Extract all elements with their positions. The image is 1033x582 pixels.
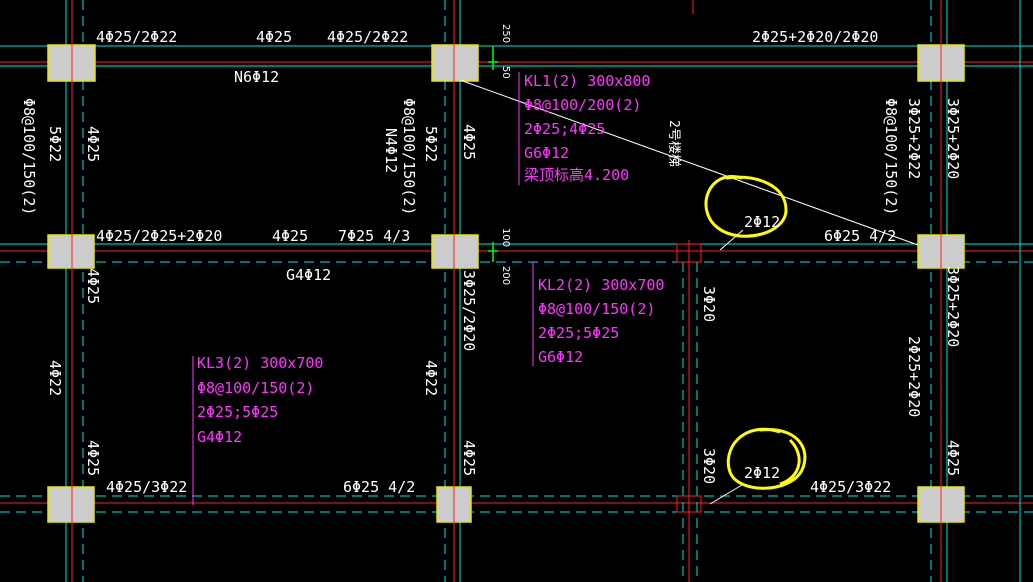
right-col-lower-top: 3Φ25+2Φ20 xyxy=(944,266,962,347)
hanger-marks xyxy=(676,243,702,513)
bot-mid-span-bars: 6Φ25 4/2 xyxy=(343,478,415,496)
dim-top-offset: 250 xyxy=(500,24,511,43)
kl3-stirrup: Φ8@100/150(2) xyxy=(197,379,314,397)
top-left-support-bars: 4Φ25/2Φ22 xyxy=(96,28,177,46)
mid-col-stirrup: Φ8@100/150(2) xyxy=(400,98,418,215)
highlight-circles xyxy=(704,175,807,490)
top-right-span-bars: 2Φ25+2Φ20/2Φ20 xyxy=(752,28,878,46)
top-waist-bar: N6Φ12 xyxy=(234,68,279,86)
mid-right-end-bars: 6Φ25 4/2 xyxy=(824,227,896,245)
kl2-name: KL2(2) 300x700 xyxy=(538,276,664,294)
column-a3 xyxy=(47,486,95,523)
leader-lines xyxy=(192,72,534,505)
mid-left-support-bars: 4Φ25/2Φ25+2Φ20 xyxy=(96,227,222,245)
mid-col-lower-bottom: 4Φ22 xyxy=(422,360,440,396)
dim-mid-offset2: 200 xyxy=(500,266,511,285)
top-mid-span-bars: 4Φ25 xyxy=(256,28,292,46)
highlight-tag-upper: 2Φ12 xyxy=(744,213,780,231)
bot-right-support-bars: 4Φ25/3Φ22 xyxy=(810,478,891,496)
stair-diagonal-line xyxy=(459,79,919,246)
column-a2 xyxy=(47,234,95,269)
kl2-stirrup: Φ8@100/150(2) xyxy=(538,300,655,318)
mid-col-lower-top: 3Φ25/2Φ20 xyxy=(460,270,478,351)
right-col-stirrup: Φ8@100/150(2) xyxy=(882,98,900,215)
left-col-stirrup: Φ8@100/150(2) xyxy=(20,98,38,215)
tag-lower-leader xyxy=(709,484,743,505)
tag-upper-leader xyxy=(719,229,744,251)
right-col-lower-bottom: 2Φ25+2Φ20 xyxy=(905,336,923,417)
kl1-stirrup: Φ8@100/200(2) xyxy=(524,96,641,114)
kl3-waist: G4Φ12 xyxy=(197,428,242,446)
hanger-lower xyxy=(676,495,702,513)
right-col-top-bars: 3Φ25+2Φ20 xyxy=(944,98,962,179)
left-col-bottom-bars: 5Φ22 xyxy=(46,126,64,162)
secondary-upper-bar: 3Φ20 xyxy=(700,286,718,322)
mid-right-support-bars: 7Φ25 4/3 xyxy=(338,227,410,245)
mid-col-bottom-bars: 5Φ22 xyxy=(422,126,440,162)
mid-col-lower-end: 4Φ25 xyxy=(460,440,478,476)
dim-mid-offset: 100 xyxy=(500,228,511,247)
kl2-longitudinal: 2Φ25;5Φ25 xyxy=(538,324,619,342)
left-col-lower-bottom: 4Φ22 xyxy=(46,360,64,396)
kl3-longitudinal: 2Φ25;5Φ25 xyxy=(197,403,278,421)
dim-top-offset2: 50 xyxy=(500,66,511,79)
tag-leaders xyxy=(709,229,744,505)
mid-col-waist: N4Φ12 xyxy=(382,128,400,173)
top-right-support-bars: 4Φ25/2Φ22 xyxy=(327,28,408,46)
kl1-longitudinal: 2Φ25;4Φ25 xyxy=(524,120,605,138)
right-col-lower-end: 4Φ25 xyxy=(944,440,962,476)
left-col-top-bars: 4Φ25 xyxy=(84,126,102,162)
column-b1 xyxy=(431,44,479,82)
right-col-bottom-bars: 3Φ25+2Φ22 xyxy=(905,98,923,179)
secondary-lower-bar: 3Φ20 xyxy=(700,448,718,484)
bot-left-support-bars: 4Φ25/3Φ22 xyxy=(106,478,187,496)
stair-label: 2号楼梯 xyxy=(666,120,681,167)
hanger-upper xyxy=(676,243,702,263)
column-b2 xyxy=(431,234,479,269)
mid-waist-bar: G4Φ12 xyxy=(286,266,331,284)
dimension-markers xyxy=(488,46,498,262)
column-axis-cross xyxy=(71,40,942,530)
kl1-name: KL1(2) 300x800 xyxy=(524,72,650,90)
kl3-name: KL3(2) 300x700 xyxy=(197,354,323,372)
kl1-elevation: 梁顶标高4.200 xyxy=(524,166,629,184)
highlight-circle-upper xyxy=(704,175,788,238)
left-col-lower-top: 4Φ25 xyxy=(84,268,102,304)
kl2-waist: G6Φ12 xyxy=(538,348,583,366)
kl1-waist: G6Φ12 xyxy=(524,144,569,162)
mid-col-top-bars: 4Φ25 xyxy=(460,124,478,160)
left-col-lower-end: 4Φ25 xyxy=(84,440,102,476)
highlight-tag-lower: 2Φ12 xyxy=(744,464,780,482)
highlight-circle-lower xyxy=(726,427,807,490)
mid-span-bars: 4Φ25 xyxy=(272,227,308,245)
